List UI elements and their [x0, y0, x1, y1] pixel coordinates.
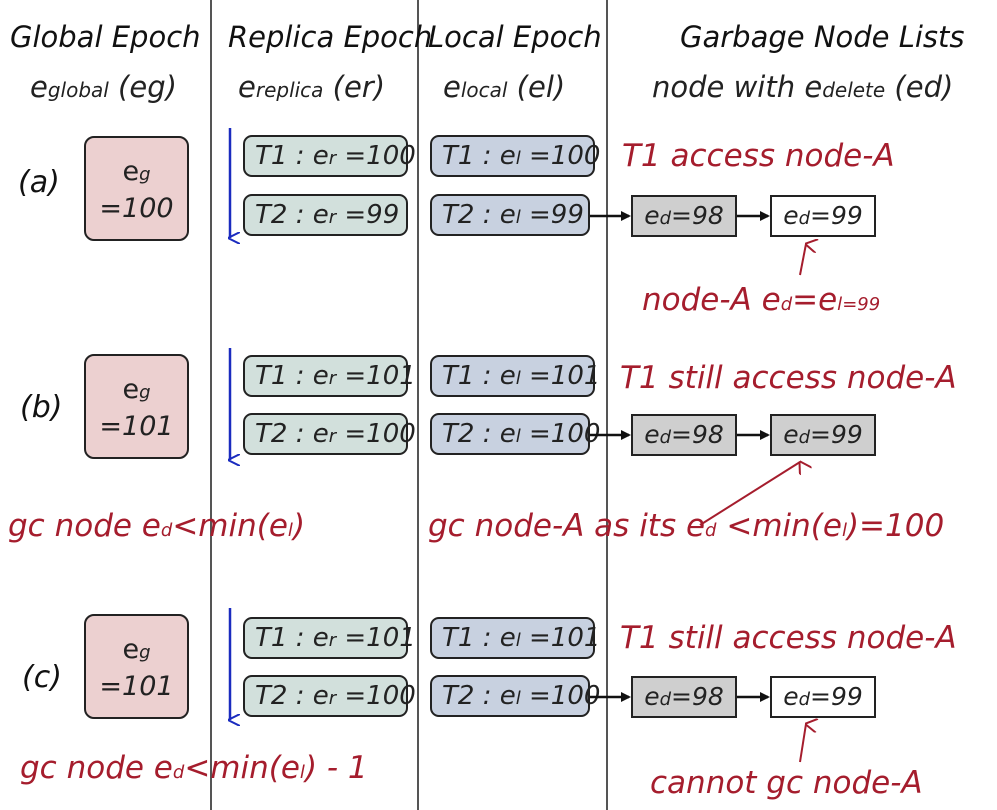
header-garbage-node-lists: Garbage Node Lists — [680, 20, 965, 54]
global-epoch-box-b: eg =101 — [84, 354, 189, 459]
header-global-epoch: Global Epoch — [10, 20, 201, 54]
local-epoch-t2-b: T2 : el =100 — [430, 413, 600, 455]
header-local-epoch: Local Epoch — [428, 20, 602, 54]
annotation-cannot-gc-c: cannot gc node-A — [650, 765, 923, 801]
subheader-global: eglobal (eg) — [30, 70, 177, 104]
annotation-gc-rule-c: gc node ed<min(el) - 1 — [20, 750, 368, 786]
local-epoch-t1-a: T1 : el =100 — [430, 135, 600, 177]
annotation-t1-still-access-c: T1 still access node-A — [620, 620, 957, 656]
local-epoch-t2-c: T2 : el =100 — [430, 675, 600, 717]
annotation-gc-node-a-b: gc node-A as its ed <min(el)=100 — [428, 508, 945, 544]
column-divider-3 — [606, 0, 608, 810]
replica-epoch-t1-b: T1 : er =101 — [243, 355, 416, 397]
annotation-gc-rule-b: gc node ed<min(el) — [8, 508, 306, 544]
annotation-node-a-epoch: node-A ed=el=99 — [642, 282, 881, 318]
pointer-arrow-b — [699, 462, 800, 526]
row-label-b: (b) — [20, 390, 63, 425]
local-epoch-t1-b: T1 : el =101 — [430, 355, 600, 397]
row-label-c: (c) — [22, 660, 62, 695]
garbage-node-ed99-a: ed=99 — [770, 195, 876, 237]
column-divider-1 — [210, 0, 212, 810]
local-epoch-t1-c: T1 : el =101 — [430, 617, 600, 659]
row-label-a: (a) — [18, 165, 60, 200]
subheader-local: elocal (el) — [443, 70, 566, 104]
replica-epoch-t1-c: T1 : er =101 — [243, 617, 416, 659]
replica-epoch-t2-c: T2 : er =100 — [243, 675, 416, 717]
garbage-node-ed98-c: ed=98 — [631, 676, 737, 718]
local-epoch-t2-a: T2 : el =99 — [430, 194, 590, 236]
subheader-garbage: node with edelete (ed) — [652, 70, 954, 104]
header-replica-epoch: Replica Epoch — [228, 20, 433, 54]
garbage-node-ed98-a: ed=98 — [631, 195, 737, 237]
garbage-node-ed98-b: ed=98 — [631, 414, 737, 456]
pointer-arrow-a — [799, 244, 806, 276]
global-epoch-box-a: eg =100 — [84, 136, 189, 241]
annotation-t1-access-a: T1 access node-A — [622, 138, 895, 174]
garbage-node-ed99-c: ed=99 — [770, 676, 876, 718]
annotation-t1-still-access-b: T1 still access node-A — [620, 360, 957, 396]
pointer-arrow-c — [799, 724, 806, 763]
replica-epoch-t1-a: T1 : er =100 — [243, 135, 416, 177]
replica-epoch-t2-b: T2 : er =100 — [243, 413, 416, 455]
subheader-replica: ereplica (er) — [238, 70, 386, 104]
garbage-node-ed99-b: ed=99 — [770, 414, 876, 456]
global-epoch-box-c: eg =101 — [84, 614, 189, 719]
replica-epoch-t2-a: T2 : er =99 — [243, 194, 408, 236]
column-divider-2 — [417, 0, 419, 810]
